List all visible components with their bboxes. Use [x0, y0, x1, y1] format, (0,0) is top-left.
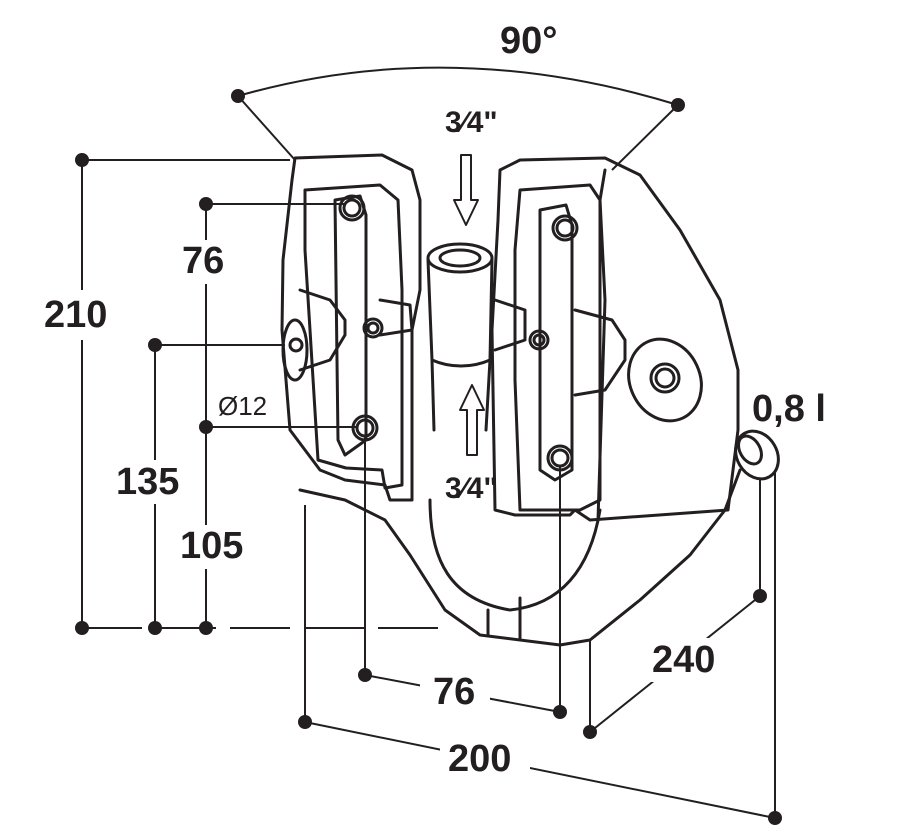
screw-right: [528, 329, 550, 351]
height-lower-label: 105: [180, 525, 244, 567]
dim-line-200: [304, 721, 776, 819]
hole-left-top: [338, 194, 366, 222]
bowl-inner-curve: [428, 498, 602, 612]
hole-right-top: [551, 214, 579, 242]
angle-leg-left: [237, 95, 296, 161]
bowl-drain: [486, 596, 522, 640]
right-bracket-inner-rib: [538, 203, 574, 482]
thread-top-label: 3⁄4": [445, 106, 498, 139]
left-bracket-web: [298, 288, 414, 372]
screw-left: [362, 317, 384, 339]
right-bracket-side-face: [596, 168, 607, 522]
side-mount-hole-right: [627, 337, 703, 423]
hole-diameter-label: Ø12: [218, 391, 268, 421]
left-bracket-plate: [280, 153, 422, 502]
angle-label: 90°: [500, 20, 558, 62]
left-bracket-slot: [303, 183, 404, 490]
bowl-body: [298, 468, 742, 647]
thread-bottom-label: 3⁄4": [445, 472, 498, 505]
flow-arrow-up: [459, 384, 485, 456]
flow-arrow-down: [453, 154, 479, 226]
drain-nozzle: [734, 429, 780, 481]
hole-spacing-vertical-label: 76: [182, 240, 225, 282]
height-total-label: 210: [44, 294, 108, 336]
dimension-dots: [75, 89, 782, 825]
right-bracket-plate: [490, 156, 740, 522]
volume-label: 0,8 l: [752, 388, 826, 430]
height-mid-label: 135: [116, 461, 180, 503]
inlet-tube-top: [426, 242, 494, 274]
right-bracket-slot: [513, 183, 602, 512]
depth-label: 240: [652, 639, 716, 681]
side-mount-hole-left: [281, 318, 309, 382]
angle-leg-right: [611, 104, 679, 171]
width-label: 200: [448, 738, 512, 780]
angle-arc: [237, 66, 679, 106]
hole-spacing-horizontal-label: 76: [433, 671, 476, 713]
